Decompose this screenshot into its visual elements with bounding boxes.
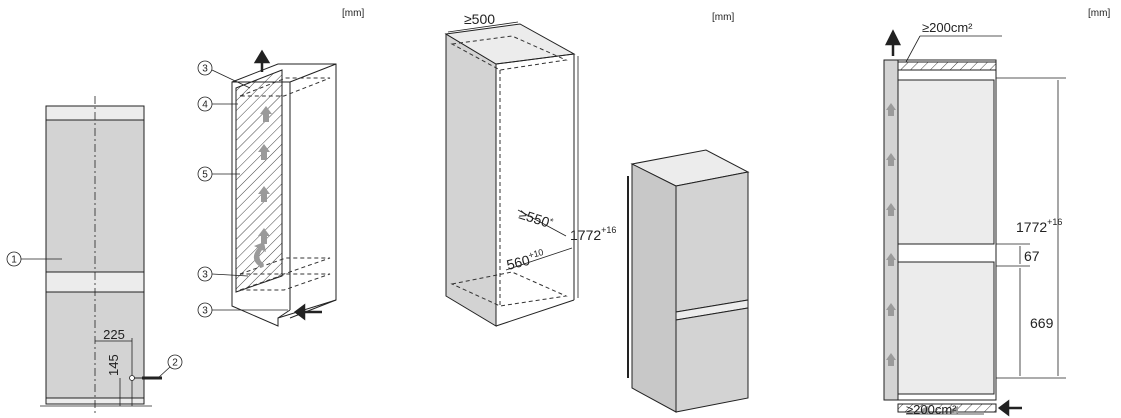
fig2-callout-5: 5 (202, 170, 208, 181)
fig2-callout-3a: 3 (202, 64, 208, 75)
fig2-ventilation-niche: 3 4 5 3 3 (197, 49, 337, 327)
fig2-cabinet-outline (231, 63, 337, 327)
fig3-bottom-inner (450, 271, 568, 307)
fig3-top-inner (450, 35, 568, 71)
fig3-bottom-edge (495, 299, 575, 327)
fig2-bottom-shelf (239, 257, 331, 275)
fig3-inner-depth-mark: * (548, 216, 555, 227)
fig3-appliance-view (627, 149, 750, 413)
fig2-callout-3b-leader (211, 273, 249, 277)
fig2-callout-3a-circle (197, 60, 213, 76)
fig3-height: 1772+16 (570, 225, 616, 243)
fig3-width-tol: +10 (527, 247, 544, 260)
fig3-appliance-side (631, 163, 677, 413)
fig4-vent-top: ≥200cm² (922, 20, 973, 35)
fig3-inner-depth: ≥550* (517, 206, 555, 232)
fig2-callout-3b: 3 (202, 270, 208, 281)
fig1-socket-icon (129, 375, 135, 381)
fig4-intake-arrow-icon (997, 399, 1022, 417)
fig3-width: 560+10 (505, 247, 547, 273)
fig3-width-line (505, 247, 573, 271)
fig4-vent-top-leader (905, 35, 921, 63)
fig2-callout-3a-leader (211, 69, 251, 89)
fig2-base-edge (277, 309, 291, 319)
unit-label-fig3: [mm] (712, 12, 734, 23)
fig4-height: 1772+16 (1016, 217, 1062, 235)
fig3-inner-depth-value: ≥550 (517, 206, 552, 231)
fig4-exhaust-arrow-icon (884, 29, 902, 56)
fig4-vent-bottom: ≥200cm² (906, 402, 957, 417)
fig3-appliance-upper-door (675, 171, 749, 313)
fig3-appliance-lower-door (675, 307, 749, 413)
fig3-niche-dimensions: ≥500 ≥550* 560+10 1772+16 (444, 11, 616, 327)
fig2-base-shelf (239, 273, 331, 291)
unit-label-fig2: [mm] (342, 8, 364, 19)
fig2-top-shelf (239, 77, 331, 97)
fig2-intake-arrow-icon (293, 303, 322, 321)
fig4-ventilation-section: ≥200cm² ≥200cm² 1772+16 67 669 (883, 20, 1066, 417)
fig2-airflow-arrows-icon (253, 106, 272, 268)
fig1-callout-1: 1 (11, 255, 17, 266)
fig4-top-vent-grille (897, 61, 997, 71)
fig1-callout-2-leader (157, 366, 171, 379)
fig4-airflow-arrows-icon (886, 103, 958, 414)
fig2-callout-4: 4 (202, 100, 208, 111)
fig4-height-value: 1772 (1016, 219, 1047, 235)
fig4-gap: 67 (1024, 248, 1040, 264)
fig1-dim-225: 225 (103, 327, 125, 342)
fig1-callout-2: 2 (172, 358, 178, 369)
fig4-upper-compartment (897, 79, 995, 245)
fig2-hatched-panel (235, 69, 283, 293)
unit-label-fig4: [mm] (1088, 8, 1110, 19)
fig2-bottom-edge (289, 299, 337, 319)
fig4-lower-compartment (897, 261, 995, 395)
fig3-inner-depth-line (517, 209, 567, 237)
fig1-callout-2-circle (167, 354, 183, 370)
fig4-lower: 669 (1030, 315, 1054, 331)
fig3-depth: ≥500 (464, 11, 495, 27)
fig3-height-value: 1772 (570, 227, 601, 243)
fig3-width-value: 560 (505, 252, 532, 273)
fig2-callout-3c: 3 (202, 306, 208, 317)
fig2-top-side-edge (289, 63, 337, 83)
fig3-top-front-edge (495, 53, 575, 65)
fig4-bottom-vent-grille (897, 403, 997, 413)
fig1-front-view: 1 225 145 2 (6, 96, 183, 414)
fig4-height-tol: +16 (1047, 217, 1062, 227)
fig3-side-panel (445, 33, 497, 327)
fig2-exhaust-arrow-icon (253, 49, 271, 72)
fig3-height-tol: +16 (601, 225, 616, 235)
fig1-dim-145: 145 (106, 354, 121, 376)
fig3-depth-line (447, 21, 519, 33)
